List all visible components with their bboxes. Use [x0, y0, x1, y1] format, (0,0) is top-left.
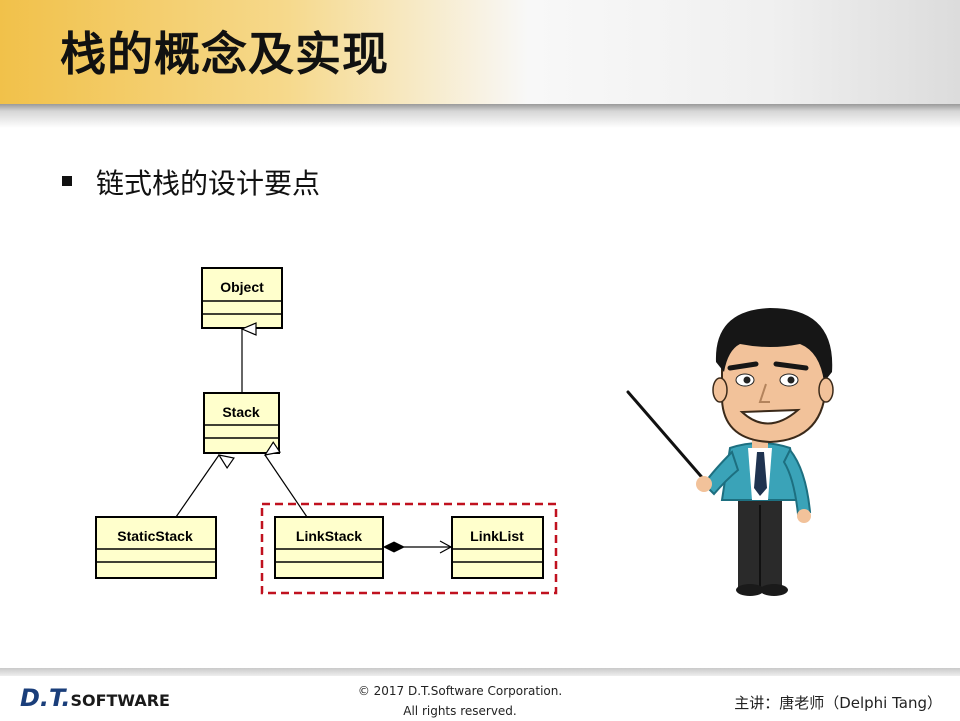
class-name-linkstack: LinkStack [296, 528, 362, 544]
slide-title: 栈的概念及实现 [60, 27, 389, 81]
lecturer-credit: 主讲：唐老师（Delphi Tang） [734, 694, 942, 712]
highlight-box [260, 502, 558, 595]
class-name-linklist: LinkList [470, 528, 524, 544]
class-box-stack: Stack [203, 392, 280, 454]
class-box-linklist: LinkList [451, 516, 544, 579]
footer-divider [0, 668, 960, 676]
composition-arrow-linkstack-linklist [382, 540, 453, 554]
company-logo: D.T.SOFTWARE [20, 684, 170, 712]
inherit-arrow-staticstack-stack [175, 455, 219, 518]
title-bar-shadow [0, 104, 960, 128]
inherit-arrow-linkstack-stack [265, 455, 308, 518]
logo-software-text: SOFTWARE [70, 691, 170, 710]
class-box-staticstack: StaticStack [95, 516, 217, 579]
copyright-line-1: © 2017 D.T.Software Corporation. [357, 684, 563, 698]
class-name-object: Object [220, 279, 264, 295]
presenter-illustration [626, 308, 834, 596]
class-name-staticstack: StaticStack [117, 528, 193, 544]
bullet-marker [62, 176, 72, 186]
class-name-stack: Stack [222, 404, 260, 420]
bullet-text: 链式栈的设计要点 [96, 167, 321, 200]
class-box-linkstack: LinkStack [274, 516, 384, 579]
copyright: © 2017 D.T.Software Corporation. All rig… [330, 681, 590, 721]
logo-dt-text: D.T. [20, 684, 71, 712]
class-box-object: Object [201, 267, 283, 329]
title-bar [0, 0, 960, 104]
copyright-line-2: All rights reserved. [403, 704, 517, 718]
